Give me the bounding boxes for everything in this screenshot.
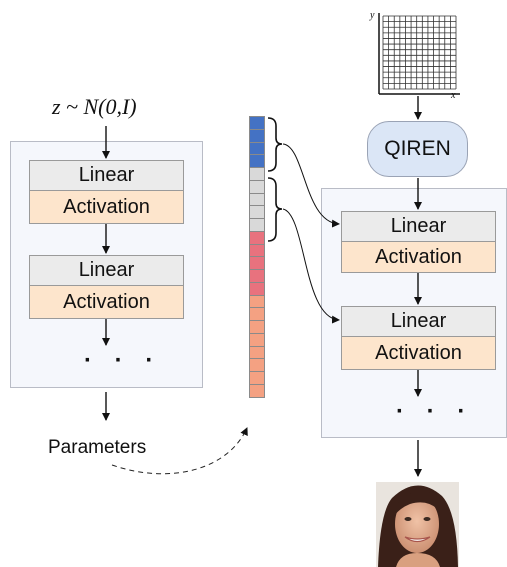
right-activation-1: Activation <box>341 242 496 273</box>
arrow-params-to-block1 <box>282 143 340 228</box>
left-ellipsis: · · · <box>84 347 162 374</box>
qiren-module: QIREN <box>367 121 468 177</box>
right-linear-1: Linear <box>341 211 496 242</box>
brace-upper <box>267 117 283 172</box>
output-face-image <box>376 482 459 567</box>
right-activation-2: Activation <box>341 337 496 370</box>
parameter-vector <box>249 116 265 398</box>
grid-axis-y-label: y <box>370 10 375 21</box>
right-ellipsis: · · · <box>396 398 474 425</box>
brace-lower <box>267 177 283 242</box>
grid-axis-x-label: x <box>451 90 456 101</box>
dashed-params-to-vector <box>111 427 248 475</box>
left-linear-2: Linear <box>29 255 184 286</box>
noise-input-label: z ~ N(0,I) <box>52 94 137 119</box>
parameter-cell <box>249 383 265 398</box>
arrow-params-to-block2 <box>282 208 340 324</box>
parameters-label: Parameters <box>48 437 147 458</box>
left-activation-1: Activation <box>29 191 184 224</box>
right-linear-2: Linear <box>341 306 496 337</box>
grid-axes <box>378 13 460 95</box>
left-linear-1: Linear <box>29 160 184 191</box>
left-activation-2: Activation <box>29 286 184 319</box>
coordinate-grid <box>382 15 457 90</box>
